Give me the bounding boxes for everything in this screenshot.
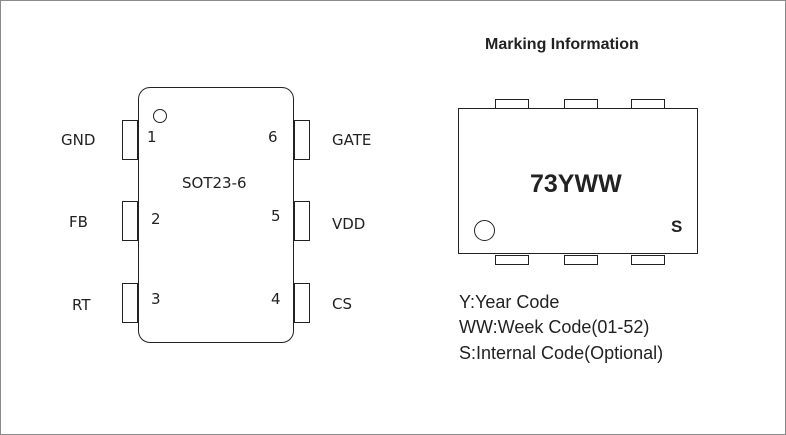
pin-5-name: VDD [332,215,366,233]
pin-4-name: CS [332,295,352,313]
bottom-lead-3 [631,255,665,265]
bottom-lead-1 [495,255,529,265]
pin-2-lead [122,201,138,241]
bottom-lead-2 [564,255,598,265]
pin-6-lead [294,120,310,160]
pin-4-number: 4 [271,290,281,308]
pin-1-lead [122,120,138,160]
pin-3-name: RT [72,296,91,314]
pin-5-number: 5 [271,207,281,225]
pin-3-lead [122,283,138,323]
package-body [138,87,294,343]
marking-package-body [458,108,698,254]
package-name: SOT23-6 [182,174,247,192]
marking-code: 73YWW [530,170,622,198]
legend-year-code: Y:Year Code [459,292,560,312]
pin-5-lead [294,201,310,241]
pin-1-name: GND [61,131,96,149]
pin-1-number: 1 [147,128,157,146]
pin-4-lead [294,283,310,323]
pin-6-name: GATE [332,131,372,149]
pin1-marker-circle [474,220,495,241]
pin-2-name: FB [69,213,88,231]
marking-corner-letter: S [671,217,683,236]
pin-3-number: 3 [151,290,161,308]
legend-internal-code: S:Internal Code(Optional) [459,343,664,363]
pin-2-number: 2 [151,210,161,228]
pin-6-number: 6 [268,128,278,146]
marking-title: Marking Information [485,36,639,53]
legend-week-code: WW:Week Code(01-52) [459,317,650,337]
pin1-indicator-dot [153,109,167,123]
